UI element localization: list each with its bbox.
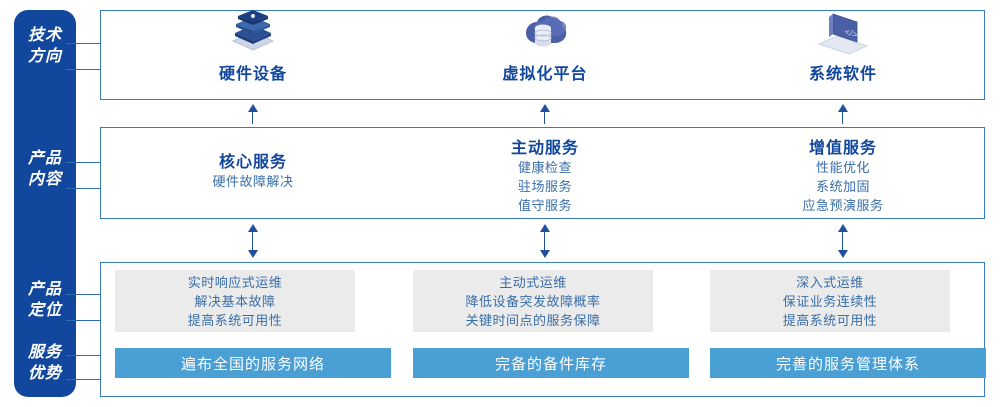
rail-label-service-advantage: 服务 优势 <box>14 342 76 384</box>
content-title-value-added-service: 增值服务 <box>808 140 877 157</box>
rail-label-tech-direction: 技术 方向 <box>14 25 76 67</box>
tech-label-virtualization: 虚拟化平台 <box>502 66 588 83</box>
content-item: 硬件故障解决 <box>212 174 294 189</box>
content-title-core-service: 核心服务 <box>218 154 287 171</box>
advantage-bar-spare-parts[interactable]: 完备的备件库存 <box>413 348 689 378</box>
rail-label-service-advantage-line1: 服务 <box>27 344 62 361</box>
arrow-bidirectional-hardware <box>246 224 260 258</box>
content-item: 值守服务 <box>517 198 572 213</box>
rail-label-product-position-line2: 定位 <box>27 302 62 319</box>
server-stack-icon <box>163 8 343 56</box>
advantage-bar-management-system[interactable]: 完善的服务管理体系 <box>710 348 986 378</box>
cloud-database-icon <box>455 8 635 56</box>
laptop-code-icon: </> <box>753 8 933 56</box>
position-line: 提高系统可用性 <box>782 312 878 328</box>
svg-text:</>: </> <box>843 26 858 40</box>
content-item: 性能优化 <box>815 160 870 175</box>
position-line: 降低设备突发故障概率 <box>465 293 601 309</box>
connector-product-content <box>66 162 102 189</box>
position-line: 提高系统可用性 <box>187 312 283 328</box>
rail-label-product-position-line1: 产品 <box>27 281 62 298</box>
content-column-core-service[interactable]: 核心服务 硬件故障解决 <box>113 148 393 191</box>
position-card-realtime[interactable]: 实时响应式运维 解决基本故障 提高系统可用性 <box>115 270 355 332</box>
arrow-up-hardware <box>246 104 260 124</box>
position-line: 保证业务连续性 <box>782 293 878 309</box>
connector-service-advantage <box>66 355 102 380</box>
rail-label-product-content-line1: 产品 <box>27 150 62 167</box>
rail-label-product-position: 产品 定位 <box>14 279 76 321</box>
arrow-up-virtualization <box>538 104 552 124</box>
position-card-proactive[interactable]: 主动式运维 降低设备突发故障概率 关键时间点的服务保障 <box>413 270 653 332</box>
arrow-bidirectional-system-software <box>836 224 850 258</box>
rail-label-tech-direction-line1: 技术 <box>27 27 62 44</box>
content-title-proactive-service: 主动服务 <box>510 140 579 157</box>
tech-column-virtualization[interactable]: 虚拟化平台 <box>455 8 635 84</box>
rail-label-product-content-line2: 内容 <box>27 171 62 188</box>
tech-column-hardware[interactable]: 硬件设备 <box>163 8 343 84</box>
position-line: 主动式运维 <box>499 274 567 290</box>
advantage-bar-service-network[interactable]: 遍布全国的服务网络 <box>115 348 391 378</box>
rail-label-tech-direction-line2: 方向 <box>27 48 62 65</box>
connector-product-position <box>66 294 102 321</box>
position-card-indepth[interactable]: 深入式运维 保证业务连续性 提高系统可用性 <box>710 270 950 332</box>
content-column-proactive-service[interactable]: 主动服务 健康检查 驻场服务 值守服务 <box>405 134 685 215</box>
content-item: 健康检查 <box>517 160 572 175</box>
content-item: 系统加固 <box>815 179 870 194</box>
content-item: 应急预演服务 <box>802 198 884 213</box>
position-line: 实时响应式运维 <box>187 274 283 290</box>
tech-label-system-software: 系统软件 <box>808 66 877 83</box>
rail-label-service-advantage-line2: 优势 <box>27 365 62 382</box>
arrow-bidirectional-virtualization <box>538 224 552 258</box>
position-line: 关键时间点的服务保障 <box>465 312 601 328</box>
content-item: 驻场服务 <box>517 179 572 194</box>
arrow-up-system-software <box>836 104 850 124</box>
connector-tech-direction <box>66 43 102 70</box>
rail-label-product-content: 产品 内容 <box>14 148 76 190</box>
product-content-box <box>100 127 985 219</box>
tech-column-system-software[interactable]: </> 系统软件 <box>753 8 933 84</box>
position-line: 深入式运维 <box>796 274 864 290</box>
left-rail <box>14 10 76 397</box>
content-column-value-added-service[interactable]: 增值服务 性能优化 系统加固 应急预演服务 <box>703 134 983 215</box>
position-line: 解决基本故障 <box>194 293 276 309</box>
tech-label-hardware: 硬件设备 <box>218 66 287 83</box>
